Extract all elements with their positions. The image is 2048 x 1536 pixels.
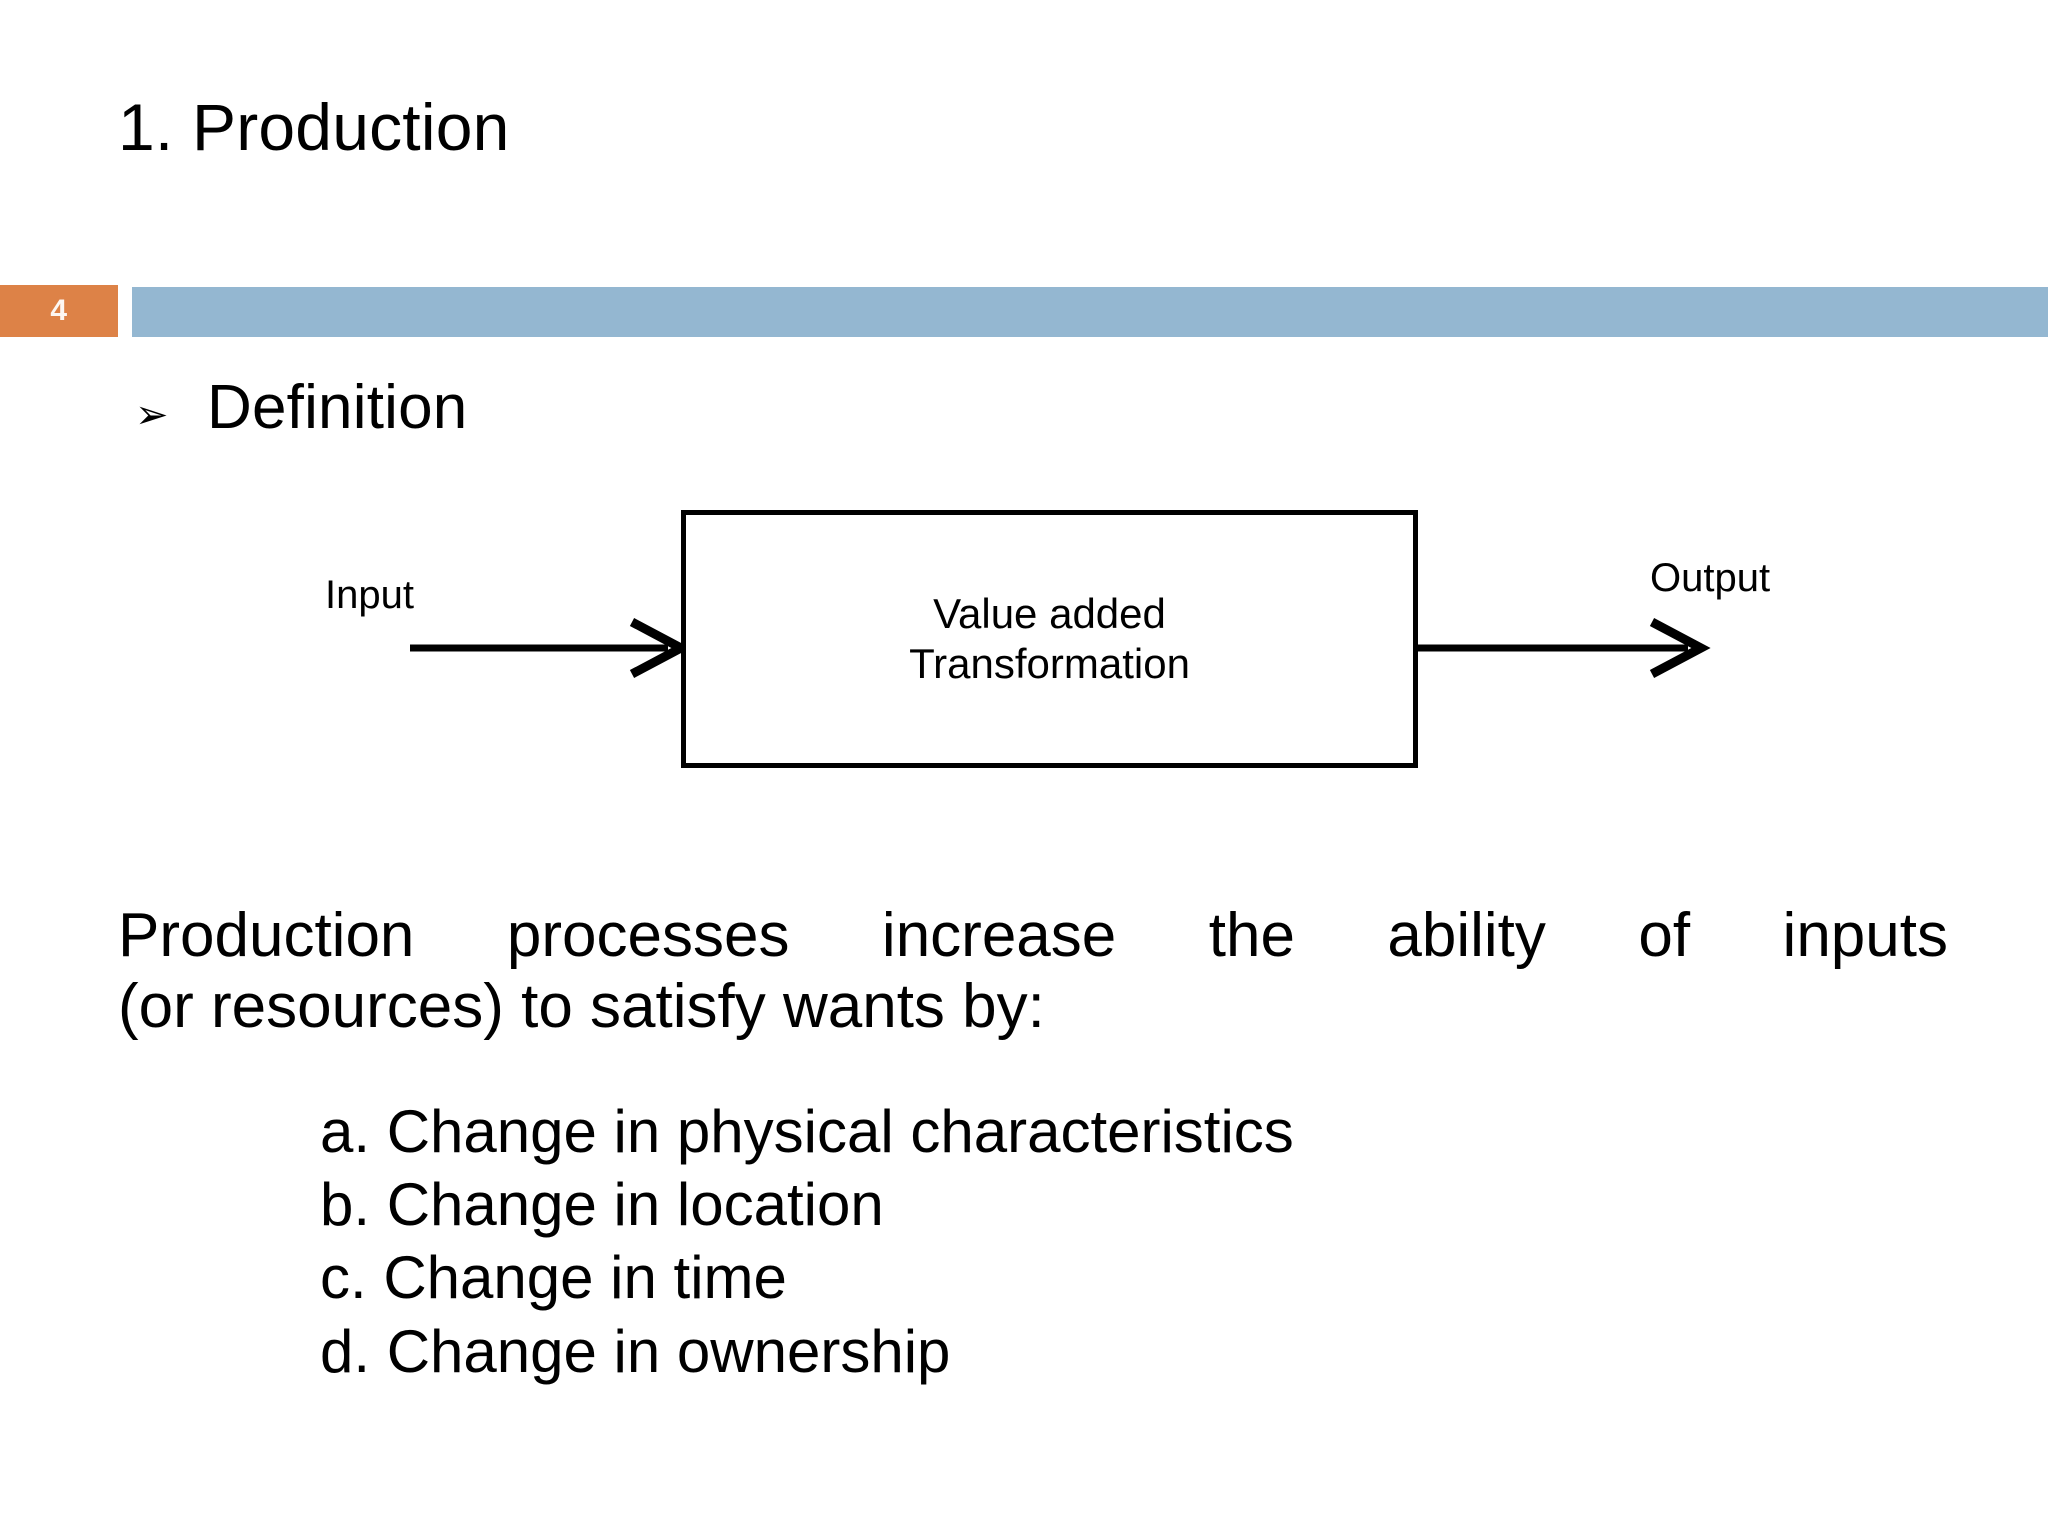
output-label: Output [1650, 556, 1771, 600]
body-paragraph-line-1: Production processes increase the abilit… [118, 901, 1948, 970]
list-item: b. Change in location [320, 1171, 884, 1239]
bullet-definition: ➢ Definition [135, 377, 467, 439]
page-number-badge: 4 [0, 285, 118, 337]
arrowhead-bullet-icon: ➢ [135, 393, 169, 437]
transformation-box-line-1: Value added [933, 590, 1166, 638]
page-number-text: 4 [50, 294, 68, 327]
bullet-definition-label: Definition [207, 373, 468, 442]
transformation-box: Value added Transformation [681, 510, 1418, 768]
page-title: 1. Production [118, 90, 510, 164]
transformation-box-line-2: Transformation [909, 640, 1190, 687]
list-item: d. Change in ownership [320, 1317, 951, 1385]
body-paragraph-line-2: (or resources) to satisfy wants by: [118, 972, 1045, 1042]
list-item: a. Change in physical characteristics [320, 1098, 1294, 1165]
body-paragraph: Production processes increase the abilit… [118, 900, 1948, 1043]
output-arrow-icon [1418, 618, 1711, 678]
header-divider-bar [132, 287, 2048, 337]
input-arrow-icon [410, 618, 691, 678]
change-type-list: a. Change in physical characteristics b.… [320, 1095, 1294, 1388]
input-label: Input [325, 573, 414, 617]
list-item: c. Change in time [320, 1244, 787, 1312]
